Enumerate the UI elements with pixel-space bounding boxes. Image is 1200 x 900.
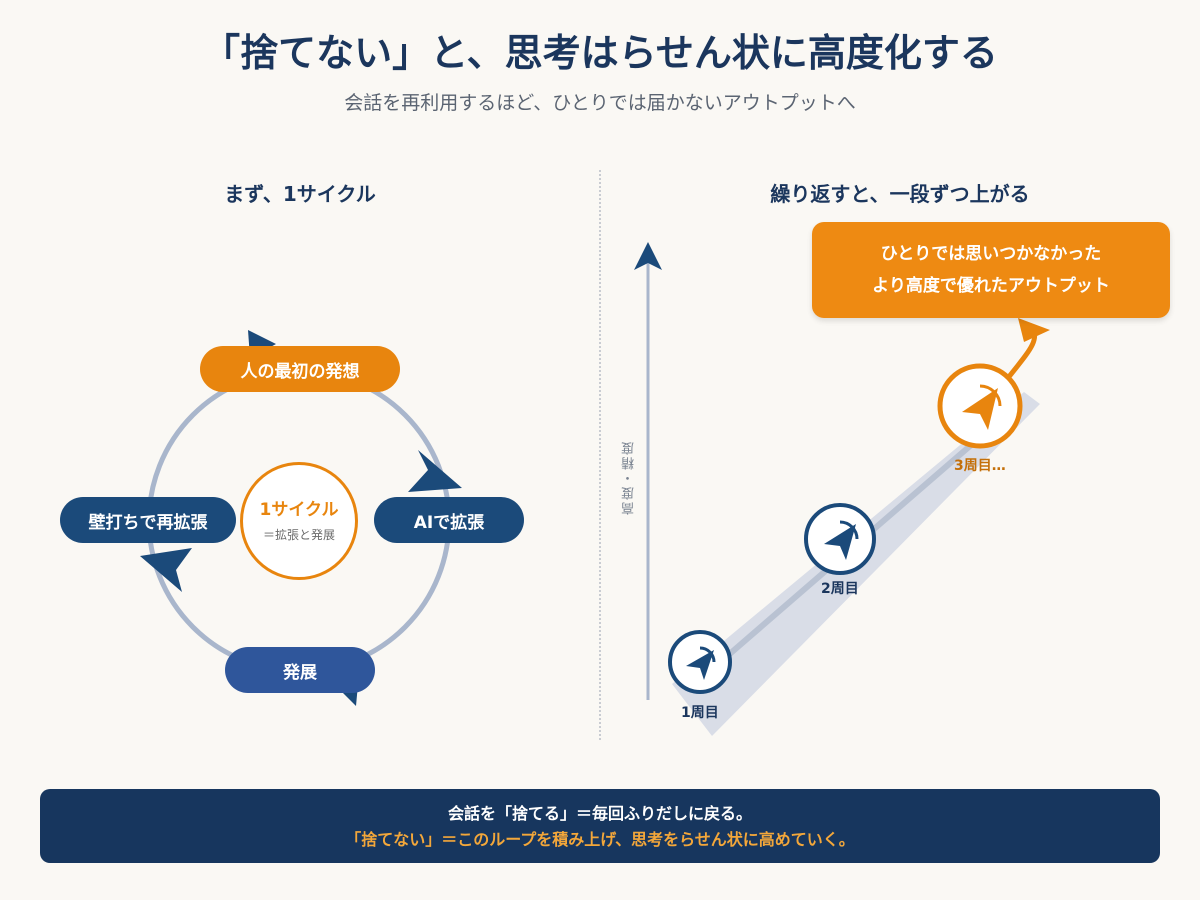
node-initial-idea: 人の最初の発想: [200, 346, 400, 392]
lap1-arrow-icon: [686, 650, 714, 680]
summary-line1: 会話を「捨てる」＝毎回ふりだしに戻る。: [447, 804, 752, 823]
cycle-center-main: 1サイクル: [259, 500, 339, 520]
node-develop: 発展: [225, 647, 375, 693]
axis-arrow-icon: [634, 242, 662, 270]
cycle-section-heading: まず、1サイクル: [224, 182, 376, 206]
axis-label: 高度・精度: [622, 440, 637, 515]
lap2-arrow-icon: [824, 524, 856, 560]
summary-banner: 会話を「捨てる」＝毎回ふりだしに戻る。 「捨てない」＝このループを積み上げ、思考…: [40, 789, 1160, 863]
callout-line1: ひとりでは思いつかなかった: [880, 244, 1102, 264]
node-ai-expand: AIで拡張: [374, 497, 524, 543]
lap1-label: 1周目: [681, 705, 719, 721]
node-wall-reexpand: 壁打ちで再拡張: [60, 497, 236, 543]
section-divider: [599, 170, 601, 740]
page-subtitle: 会話を再利用するほど、ひとりでは届かないアウトプットへ: [344, 92, 856, 114]
page-title: 「捨てない」と、思考はらせん状に高度化する: [202, 31, 998, 75]
spiral-section-heading: 繰り返すと、一段ずつ上がる: [770, 182, 1030, 206]
callout-line2: より高度で優れたアウトプット: [872, 276, 1110, 296]
output-callout: ひとりでは思いつかなかった より高度で優れたアウトプット: [812, 222, 1170, 318]
callout-pointer-icon: [1018, 318, 1050, 342]
summary-line2: 「捨てない」＝このループを積み上げ、思考をらせん状に高めていく。: [345, 830, 855, 849]
lap3-label: 3周目…: [954, 458, 1006, 474]
cycle-arrow-left-icon: [140, 548, 192, 592]
cycle-arrow-right-icon: [408, 450, 462, 492]
cycle-center: 1サイクル ＝拡張と発展: [240, 462, 358, 580]
lap2-label: 2周目: [821, 581, 859, 597]
lap1-marker: [668, 630, 732, 694]
cycle-center-sub: ＝拡張と発展: [262, 528, 335, 542]
lap3-marker: [937, 363, 1023, 449]
lap3-arrow-icon: [962, 388, 998, 430]
lap2-marker: [804, 503, 876, 575]
